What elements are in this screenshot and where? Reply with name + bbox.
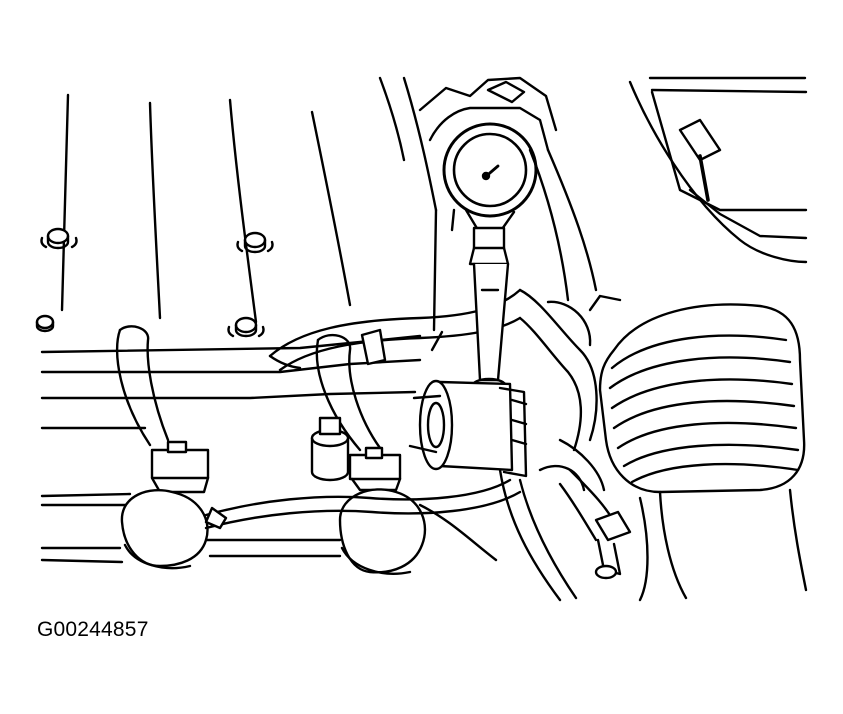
lower-right-harness: [498, 438, 632, 602]
gauge-adapter-fitting: [408, 379, 528, 478]
ignition-bosses: [40, 488, 427, 575]
figure-caption: G00244857: [37, 618, 149, 641]
manifold-bolts: [35, 227, 274, 338]
bolt-lower-left: [35, 314, 55, 333]
fuel-pressure-gauge: [442, 122, 538, 390]
air-intake-hose: [588, 294, 808, 602]
bolt-upper-left: [40, 227, 78, 250]
wiring-harness: [204, 478, 522, 562]
intake-runners: [60, 93, 352, 324]
bolt-upper-middle: [236, 231, 274, 254]
bolt-lower-middle: [227, 316, 265, 338]
firewall-panel: [628, 76, 808, 264]
injector-connector-center: [315, 333, 402, 492]
injector-connector-left: [115, 325, 210, 494]
sensor-cylinder: [310, 416, 350, 482]
upper-manifold: [378, 76, 598, 352]
